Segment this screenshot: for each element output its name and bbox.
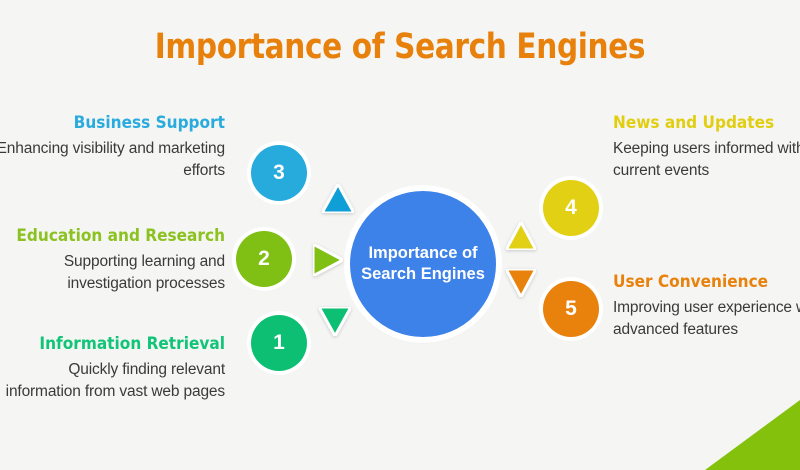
item-heading-2: Education and Research (16, 226, 226, 245)
triangle-up-icon-4 (506, 222, 536, 250)
node-number-1: 1 (273, 331, 285, 354)
triangle-up-icon-3 (322, 184, 354, 213)
node-circle-1[interactable]: 1 (251, 315, 307, 371)
item-heading-5: User Convenience (613, 272, 769, 291)
item-block-user-convenience: User Convenience Improving user experien… (613, 272, 800, 341)
node-number-2: 2 (258, 247, 270, 270)
corner-accent-decoration (670, 400, 800, 470)
center-node-line2: Search Engines (361, 265, 485, 283)
item-block-news-and-updates: News and Updates Keeping users informed … (613, 113, 800, 182)
center-node-line1: Importance of (368, 244, 478, 263)
center-node-importance-of-search-engines[interactable]: Importance of Search Engines (350, 191, 496, 337)
item-block-education-and-research: Education and Research Supporting learni… (0, 226, 225, 295)
item-description-4: Keeping users informed with current even… (613, 140, 800, 179)
item-description-2: Supporting learning and investigation pr… (63, 253, 225, 292)
item-block-business-support: Business Support Enhancing visibility an… (0, 113, 225, 182)
item-heading-1: Information Retrieval (39, 334, 225, 353)
node-circle-2[interactable]: 2 (236, 231, 292, 287)
item-heading-3: Business Support (73, 113, 225, 132)
triangle-down-icon-1 (319, 307, 351, 336)
node-circle-4[interactable]: 4 (543, 180, 599, 236)
node-number-4: 4 (565, 196, 577, 219)
item-heading-4: News and Updates (613, 113, 775, 132)
item-description-1: Quickly finding relevant information fro… (5, 361, 225, 400)
item-description-5: Improving user experience with advanced … (613, 299, 800, 338)
node-circle-5[interactable]: 5 (543, 281, 599, 337)
node-number-3: 3 (273, 161, 285, 184)
triangle-down-icon-5 (506, 269, 536, 297)
triangle-right-icon-2 (313, 244, 343, 276)
node-number-5: 5 (565, 297, 577, 320)
item-description-3: Enhancing visibility and marketing effor… (0, 140, 225, 179)
node-circle-3[interactable]: 3 (251, 145, 307, 201)
item-block-information-retrieval: Information Retrieval Quickly finding re… (0, 334, 225, 403)
page-title: Importance of Search Engines (154, 27, 646, 67)
